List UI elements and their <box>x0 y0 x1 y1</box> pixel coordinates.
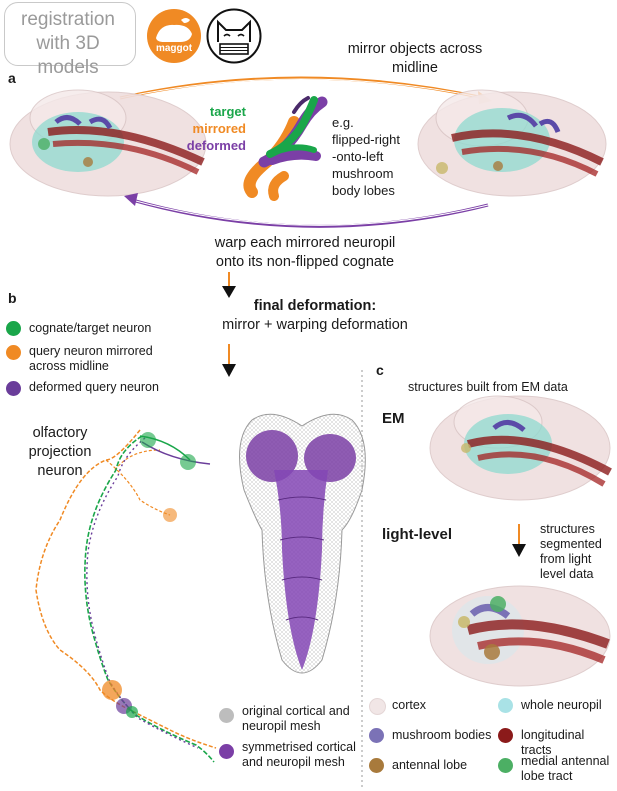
legend-antennal-lobe-text: antennal lobe <box>392 758 468 772</box>
olfactory-neuron-label: olfactory projection neuron <box>10 424 110 481</box>
legend-dot-longitudinal-tracts <box>498 728 513 743</box>
light-level-brain-model <box>429 585 611 687</box>
legend-deformed-text: deformed query neuron <box>29 380 159 394</box>
panel-c-letter: c <box>376 362 384 378</box>
legend-longitudinal-tracts-text: longitudinal tracts <box>521 728 585 757</box>
example-line-4: mushroom <box>332 166 394 181</box>
example-line-5: body lobes <box>332 183 395 198</box>
legend-dot-cortex <box>369 698 386 715</box>
legend-medial-antennal-line1: medial antennal <box>521 754 610 768</box>
lobe-legend-target: target <box>209 104 246 119</box>
badge-title-line1: registration <box>21 9 115 30</box>
em-label: EM <box>382 410 405 427</box>
legend-mirrored-text: query neuron mirrored across midline <box>29 344 153 374</box>
segmented-text: structures segmented from light level da… <box>540 522 616 582</box>
final-deformation-title: final deformation: <box>253 298 377 314</box>
segmented-line1: structures <box>540 522 595 536</box>
maggot-logo-icon <box>147 9 201 63</box>
legend-whole-neuropil-text: whole neuropil <box>521 698 602 712</box>
larva-brain-mesh <box>239 413 366 674</box>
mesh-legend-original-line2: neuropil mesh <box>242 719 321 733</box>
mushroom-body-lobes <box>243 96 328 201</box>
legend-dot-cognate <box>6 321 21 336</box>
lobe-legend-deformed: deformed <box>186 138 246 153</box>
legend-cortex-text: cortex <box>392 698 427 712</box>
neuron-traces <box>35 429 217 763</box>
legend-dot-deformed <box>6 381 21 396</box>
example-line-2: flipped-right <box>332 132 400 147</box>
legend-mirrored-line1: query neuron mirrored <box>29 344 153 358</box>
down-arrow-2 <box>222 344 236 377</box>
mesh-legend-original-text: original cortical and neuropil mesh <box>242 704 350 734</box>
legend-mushroom-bodies-text: mushroom bodies <box>392 728 492 742</box>
lobe-legend-mirrored: mirrored <box>192 121 246 136</box>
brain-model-right <box>417 89 607 197</box>
em-brain-model <box>429 395 612 501</box>
legend-mirrored-line2: across midline <box>29 359 109 373</box>
warp-label-line2: onto its non-flipped cognate <box>215 254 395 270</box>
legend-dot-mirrored <box>6 345 21 360</box>
warp-label-line1: warp each mirrored neuropil <box>214 235 396 251</box>
legend-medial-antennal-text: medial antennal lobe tract <box>521 754 609 784</box>
segmented-line4: level data <box>540 567 594 581</box>
legend-cognate-text: cognate/target neuron <box>29 321 152 335</box>
example-line-3: -onto-left <box>332 149 384 164</box>
catmaid-logo-icon <box>206 8 262 64</box>
neuron-label-line2: projection <box>28 444 92 460</box>
example-text: e.g. flipped-right -onto-left mushroom b… <box>332 114 422 199</box>
panel-b-letter: b <box>8 290 17 306</box>
legend-dot-medial-antennal-lobe-tract <box>498 758 513 773</box>
neuron-label-line1: olfactory <box>32 425 88 441</box>
segmented-line2: segmented <box>540 537 602 551</box>
light-level-label: light-level <box>382 526 453 543</box>
mirror-label-line2: midline <box>392 60 438 76</box>
legend-dot-antennal-lobe <box>369 758 384 773</box>
mesh-legend-symmetrised-line2: and neuropil mesh <box>242 755 345 769</box>
down-arrow-1 <box>222 272 236 298</box>
neuron-label-line3: neuron <box>37 463 83 479</box>
lobe-legend: target mirrored deformed <box>186 103 246 154</box>
down-arrow-3 <box>512 524 526 557</box>
badge-title: registration with 3D models <box>10 8 126 80</box>
final-deformation-subtitle: mirror + warping deformation <box>222 317 408 333</box>
mirror-label-line1: mirror objects across <box>347 41 483 57</box>
mirror-arrow-label: mirror objects across midline <box>300 40 530 78</box>
mesh-legend-symmetrised-text: symmetrised cortical and neuropil mesh <box>242 740 356 770</box>
panel-a-letter: a <box>8 70 16 86</box>
panel-divider <box>361 370 363 788</box>
legend-dot-whole-neuropil <box>498 698 513 713</box>
warp-arrow-label: warp each mirrored neuropil onto its non… <box>175 234 435 272</box>
badge-title-line2: with 3D models <box>36 33 100 78</box>
mesh-legend-dot-original <box>219 708 234 723</box>
panel-c-header: structures built from EM data <box>408 380 568 394</box>
mesh-legend-dot-symmetrised <box>219 744 234 759</box>
mesh-legend-symmetrised-line1: symmetrised cortical <box>242 740 356 754</box>
segmented-line3: from light <box>540 552 592 566</box>
final-deformation-label: final deformation: mirror + warping defo… <box>195 297 435 335</box>
example-line-1: e.g. <box>332 115 354 130</box>
registration-badge <box>4 2 136 66</box>
maggot-logo-label: maggot <box>155 43 193 54</box>
legend-medial-antennal-line2: lobe tract <box>521 769 573 783</box>
brain-model-left <box>9 89 207 197</box>
legend-dot-mushroom-bodies <box>369 728 384 743</box>
mesh-legend-original-line1: original cortical and <box>242 704 350 718</box>
